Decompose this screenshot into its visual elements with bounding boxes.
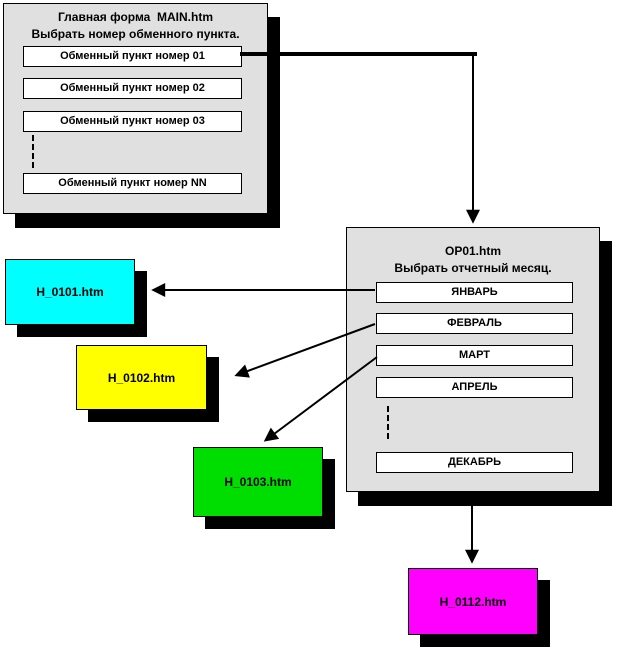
page-node-label: H_0102.htm <box>107 370 176 385</box>
exchange-point-02-button[interactable]: Обменный пункт номер 02 <box>23 78 242 99</box>
op01-panel: OP01.htm Выбрать отчетный месяц. ЯНВАРЬ … <box>346 227 600 492</box>
month-december-button[interactable]: ДЕКАБРЬ <box>376 452 573 473</box>
exchange-point-nn-button[interactable]: Обменный пункт номер NN <box>23 173 242 194</box>
page-node-h0112: H_0112.htm <box>408 568 538 635</box>
page-node-h0102: H_0102.htm <box>76 345 207 410</box>
page-node-label: H_0112.htm <box>439 594 507 609</box>
page-node-h0101: H_0101.htm <box>5 259 135 325</box>
exchange-point-01-button[interactable]: Обменный пункт номер 01 <box>23 46 242 67</box>
month-february-button[interactable]: ФЕВРАЛЬ <box>376 313 573 334</box>
month-april-button[interactable]: АПРЕЛЬ <box>376 377 573 398</box>
page-node-label: H_0101.htm <box>36 285 104 299</box>
main-form-panel: Главная форма MAIN.htm Выбрать номер обм… <box>3 3 268 214</box>
main-form-title: Главная форма MAIN.htm <box>57 10 214 24</box>
ellipsis-dots <box>387 406 389 439</box>
page-node-h0103: H_0103.htm <box>193 447 323 517</box>
main-form-subtitle: Выбрать номер обменного пункта. <box>31 27 240 41</box>
month-march-button[interactable]: МАРТ <box>376 345 573 366</box>
ellipsis-dots <box>32 135 34 168</box>
op01-subtitle: Выбрать отчетный месяц. <box>394 261 552 275</box>
op01-title: OP01.htm <box>444 244 501 258</box>
month-january-button[interactable]: ЯНВАРЬ <box>376 282 573 303</box>
exchange-point-03-button[interactable]: Обменный пункт номер 03 <box>23 111 242 132</box>
page-node-label: H_0103.htm <box>224 475 292 489</box>
